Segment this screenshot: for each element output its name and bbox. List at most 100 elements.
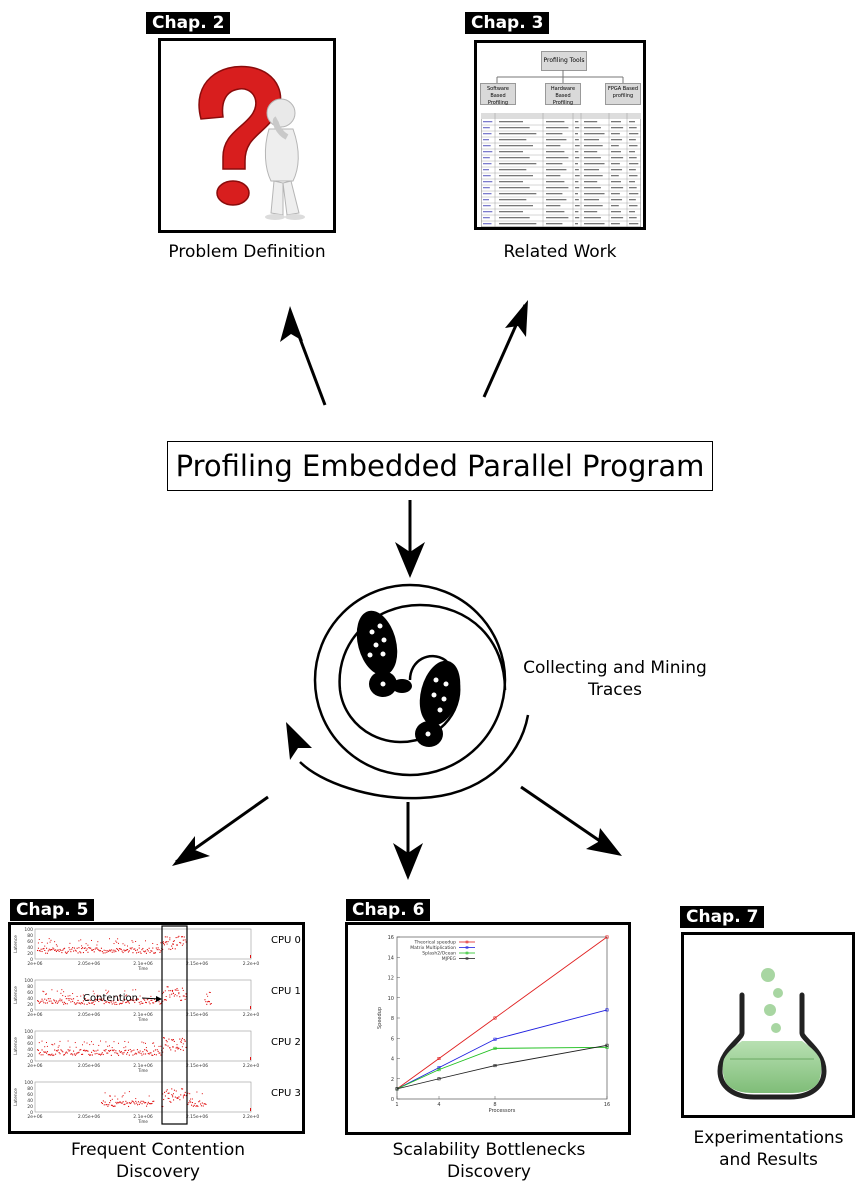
trace-ylabel: Latence — [13, 986, 19, 1004]
trace-point — [173, 940, 175, 942]
trace-point — [48, 1000, 50, 1002]
trace-point — [88, 947, 90, 949]
table-cell-text — [575, 205, 580, 207]
trace-point — [171, 1039, 173, 1041]
trace-point — [98, 1053, 100, 1055]
trace-point — [86, 1042, 88, 1044]
trace-point — [210, 1002, 212, 1005]
trace-point — [138, 947, 140, 949]
trace-point — [121, 1102, 123, 1104]
trace-point — [163, 999, 165, 1001]
flask-icon — [717, 968, 827, 1100]
trace-point — [194, 1102, 196, 1105]
trace-point — [164, 1044, 166, 1046]
trace-point — [113, 943, 115, 945]
trace-point — [46, 947, 48, 949]
trace-point — [82, 1000, 84, 1002]
trace-xtick-label: 2.05e+06 — [78, 961, 100, 967]
trace-point — [99, 950, 101, 952]
trace-point — [38, 938, 40, 940]
trace-point — [196, 1091, 198, 1093]
trace-point — [144, 951, 146, 953]
trace-point — [168, 1038, 170, 1040]
chap3-caption: Related Work — [503, 242, 617, 262]
trace-point — [88, 1002, 90, 1004]
trace-point — [153, 1050, 155, 1052]
trace-xtick-label: 2.05e+06 — [78, 1063, 100, 1069]
trace-panel-frame — [34, 1030, 252, 1062]
trace-point — [140, 1001, 142, 1003]
table-cell-text — [483, 181, 493, 183]
trace-point — [78, 1002, 80, 1004]
trace-point — [127, 1000, 129, 1002]
trace-point — [122, 951, 124, 954]
trace-point — [147, 950, 149, 952]
trace-point — [92, 949, 94, 951]
trace-point — [163, 941, 164, 943]
trace-point — [160, 1054, 162, 1056]
trace-point — [51, 1002, 53, 1004]
trace-point — [127, 1051, 129, 1054]
trace-point — [40, 948, 42, 950]
table-cell-text — [546, 169, 567, 171]
table-cell-text — [611, 193, 620, 195]
trace-point — [176, 1096, 178, 1099]
trace-point — [104, 952, 106, 954]
trace-xtick-label: 2e+06 — [27, 961, 42, 967]
trace-point — [169, 1100, 171, 1103]
trace-point — [111, 1047, 113, 1049]
trace-point — [176, 944, 178, 946]
trace-point — [172, 1039, 174, 1041]
trace-point — [141, 1002, 143, 1004]
trace-point — [130, 1051, 132, 1053]
trace-xtick-label: 2.15e+06 — [186, 1063, 208, 1069]
trace-xtick-label: 2.05e+06 — [78, 1114, 100, 1120]
trace-point — [38, 1002, 40, 1004]
trace-point — [185, 941, 187, 943]
trace-point — [77, 952, 79, 954]
trace-point — [191, 1104, 193, 1106]
table-cell-text — [629, 187, 637, 189]
trace-point — [147, 1052, 149, 1055]
center-label-line1: Collecting and Mining — [523, 658, 707, 678]
trace-point — [119, 1051, 121, 1053]
table-cell-text — [629, 175, 638, 177]
trace-point — [123, 949, 125, 951]
trace-point — [114, 949, 116, 951]
trace-point — [46, 1041, 47, 1043]
trace-point — [86, 1050, 88, 1052]
y-tick-label: 2 — [391, 1077, 394, 1083]
trace-point — [154, 1045, 155, 1047]
table-cell-text — [611, 175, 619, 177]
trace-point — [98, 1044, 100, 1046]
trace-point — [46, 1002, 48, 1004]
trace-point — [151, 1054, 153, 1056]
trace-point — [41, 1040, 43, 1042]
trace-point — [123, 1047, 125, 1049]
trace-point — [68, 1050, 70, 1052]
trace-point — [179, 1099, 181, 1101]
trace-point — [169, 994, 171, 996]
trace-point — [115, 1101, 117, 1103]
trace-point — [172, 990, 173, 992]
series-point — [493, 1064, 497, 1068]
trace-point — [138, 944, 140, 946]
trace-point — [56, 1050, 58, 1052]
trace-point — [162, 1105, 164, 1108]
table-cell-text — [483, 133, 492, 135]
trace-point — [93, 1050, 95, 1052]
tree-fpga-box: FPGA Based profiling — [605, 83, 641, 105]
trace-point — [119, 1101, 121, 1103]
trace-point — [59, 1053, 61, 1055]
trace-point — [97, 1049, 99, 1051]
trace-point — [154, 952, 156, 954]
trace-point — [58, 1000, 60, 1002]
trace-point — [61, 952, 63, 954]
table-cell-text — [483, 139, 489, 141]
table-cell-text — [611, 133, 620, 135]
spiral-icon — [299, 583, 530, 800]
trace-point — [151, 950, 153, 952]
trace-point — [128, 1091, 130, 1093]
trace-point — [181, 1037, 183, 1039]
